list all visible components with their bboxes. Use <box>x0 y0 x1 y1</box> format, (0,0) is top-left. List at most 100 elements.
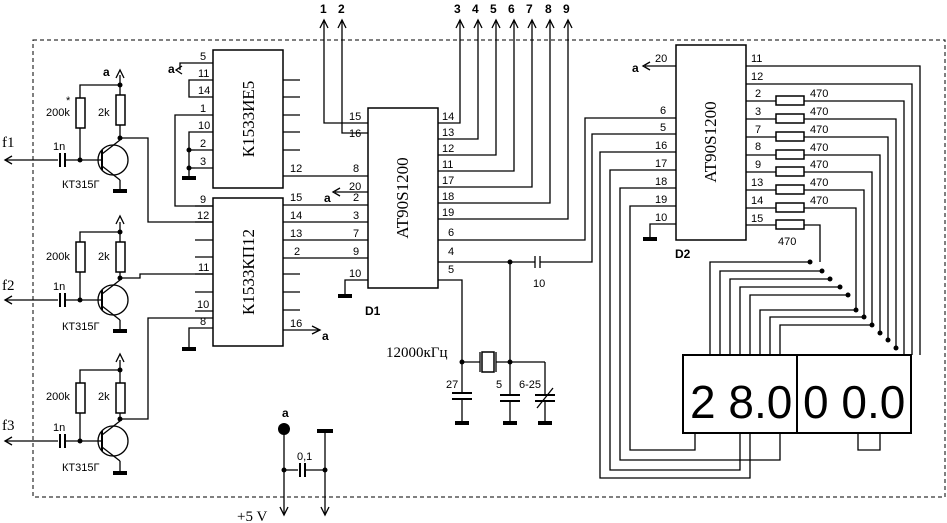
cap-5: 5 <box>496 379 502 391</box>
rail-label-kp12: a <box>322 329 329 343</box>
input-f1-label: f1 <box>2 135 15 151</box>
d2-pin-5: 5 <box>660 122 666 134</box>
res-0: 470 <box>810 88 828 100</box>
res-6: 470 <box>810 195 828 207</box>
ie5-pin-3: 3 <box>200 156 206 168</box>
d1-pin-4: 4 <box>448 246 454 258</box>
ie5-pin-14: 14 <box>198 85 210 97</box>
d1-pin-15: 15 <box>349 111 361 123</box>
d1-pin-5: 5 <box>448 264 454 276</box>
input-stage-f2: f2 1n 200k 2k КТ315Г <box>2 214 213 333</box>
display-left: 2 8.0 <box>690 376 792 428</box>
kp12-pin-16: 16 <box>290 318 302 330</box>
d2-pin-2: 2 <box>755 88 761 100</box>
d1-pin-6: 6 <box>448 227 454 239</box>
input-f3-transistor: КТ315Г <box>62 462 99 474</box>
rail-label-f1: a <box>103 65 110 79</box>
d2-pin-17: 17 <box>655 158 667 170</box>
d2-pin-8: 8 <box>755 141 761 153</box>
d2-pin-18: 18 <box>655 176 667 188</box>
resistor-bank: 470 470 470 470 470 470 470 470 <box>746 88 905 355</box>
input-f1-r1-mark: * <box>66 95 71 107</box>
display-right: 0 0.0 <box>803 376 905 428</box>
res-1: 470 <box>810 106 828 118</box>
input-f3-r1: 200k <box>46 391 70 403</box>
trim-cap: 6-25 <box>519 379 541 391</box>
ie5-pin-1: 1 <box>200 103 206 115</box>
d2-pin-14: 14 <box>751 195 763 207</box>
d1-pin-12: 12 <box>442 143 454 155</box>
chip-ie5-label: К1533ИЕ5 <box>239 81 258 158</box>
input-f3-label: f3 <box>2 418 15 434</box>
d1-pin-11: 11 <box>442 159 453 171</box>
d2-pin-10: 10 <box>655 212 667 224</box>
kp12-pin-9: 9 <box>200 194 206 206</box>
input-f2-label: f2 <box>2 278 15 294</box>
chip-kp12-label: К1533КП12 <box>239 229 258 315</box>
ie5-pin-5: 5 <box>200 51 206 63</box>
d1-pin-7: 7 <box>353 228 359 240</box>
ie5-pin-10: 10 <box>198 120 210 132</box>
supply-rail-label: a <box>282 406 289 420</box>
d2-pin-7: 7 <box>755 124 761 136</box>
ie5-pin-11: 11 <box>198 68 209 80</box>
input-f2-r1: 200k <box>46 251 70 263</box>
top-pin-labels: 1 2 3 4 5 6 7 8 9 <box>320 2 570 16</box>
supply-voltage: +5 V <box>237 509 267 523</box>
segment-bus <box>709 259 899 355</box>
d1-pin-8: 8 <box>353 163 359 175</box>
d2-pin-9: 9 <box>755 159 761 171</box>
kp12-pin-14: 14 <box>290 210 302 222</box>
input-f1-transistor: КТ315Г <box>62 179 99 191</box>
board-outline <box>32 39 946 498</box>
cap-27: 27 <box>446 379 458 391</box>
chip-d2-ref: D2 <box>675 247 691 261</box>
d2-pin-15: 15 <box>751 213 763 225</box>
rail-label-d2: a <box>632 61 639 75</box>
chip-kp12: К1533КП12 9 12 11 10 8 15 14 13 2 16 a <box>182 192 368 351</box>
input-stage-f3: f3 1n 200k 2k КТ315Г <box>2 317 213 475</box>
top-pin-4: 4 <box>472 2 479 16</box>
input-f1-r2: 2k <box>98 107 110 119</box>
rail-label-ie5: a <box>168 62 175 76</box>
chip-d1-ref: D1 <box>365 304 381 318</box>
input-f1-r1: 200k <box>46 107 70 119</box>
top-pin-7: 7 <box>526 2 533 16</box>
d2-pin-16: 16 <box>655 140 667 152</box>
coupling-cap-label: 10 <box>533 278 545 290</box>
coupling-cap: 10 <box>533 133 676 290</box>
d2-pin-11: 11 <box>751 53 762 65</box>
kp12-pin-12: 12 <box>197 210 209 222</box>
top-pin-1: 1 <box>320 2 327 16</box>
d1-pin-18: 18 <box>442 191 454 203</box>
d1-pin-9: 9 <box>353 246 359 258</box>
crystal-section: 12000кГц 27 5 6-25 <box>386 259 555 425</box>
top-pin-5: 5 <box>490 2 497 16</box>
kp12-pin-10: 10 <box>197 299 209 311</box>
d1-pin-17: 17 <box>442 175 454 187</box>
ie5-pin-12: 12 <box>290 163 302 175</box>
rail-label-d1: a <box>324 191 331 205</box>
chip-ie5: К1533ИЕ5 5 11 14 1 10 2 3 12 a <box>168 49 368 207</box>
chip-d2: AT90S1200 D2 a 20 6 5 16 17 18 19 10 11 … <box>632 44 921 355</box>
chip-d1: AT90S1200 D1 15 16 8 20 2 3 7 9 10 a 14 … <box>324 107 676 362</box>
input-stage-f1: f1 1n 200k * 2k a КТ315Г <box>2 65 213 223</box>
d2-pin-19: 19 <box>655 194 667 206</box>
chip-d2-label: AT90S1200 <box>701 101 720 182</box>
d1-pin-10: 10 <box>349 268 361 280</box>
chip-d1-label: AT90S1200 <box>393 157 412 238</box>
seven-segment-display: 2 8.0 0 0.0 <box>682 354 912 434</box>
input-f2-cap: 1n <box>53 281 65 293</box>
crystal-freq: 12000кГц <box>386 345 448 361</box>
kp12-pin-2: 2 <box>294 246 300 258</box>
d1-pin-14: 14 <box>442 111 454 123</box>
d1-pin-3: 3 <box>353 210 359 222</box>
top-pin-9: 9 <box>563 2 570 16</box>
d1-pin-20: 20 <box>349 181 361 193</box>
input-f3-r2: 2k <box>98 391 110 403</box>
d2-pin-13: 13 <box>751 177 763 189</box>
res-7: 470 <box>778 236 796 248</box>
top-output-lines <box>319 18 573 220</box>
d2-pin-6: 6 <box>660 105 666 117</box>
